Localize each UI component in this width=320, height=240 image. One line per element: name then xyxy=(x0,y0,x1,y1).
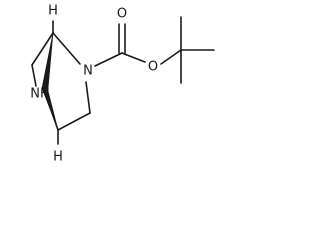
bond-c1-c5 xyxy=(31,32,54,66)
atom-h-bottom: H xyxy=(53,150,63,165)
bond-carbonyl-c-o-ester xyxy=(121,52,146,63)
atom-n-ring: N xyxy=(83,64,93,79)
atom-o-ester: O xyxy=(148,60,158,75)
wedge-bond-c4-c7 xyxy=(41,86,59,131)
bond-o-ester-tert-c xyxy=(160,49,182,65)
bond-n1-carbonyl-c xyxy=(94,52,123,67)
bond-c5-n2 xyxy=(31,64,37,87)
bond-c1-n1 xyxy=(52,32,81,65)
atom-h-top: H xyxy=(48,4,58,19)
bond-n1-c2 xyxy=(85,81,91,114)
atom-o-carbonyl: O xyxy=(117,7,127,22)
atom-nh-ring: NH xyxy=(30,87,50,102)
bond-c2-c4 xyxy=(57,112,91,131)
structure-diagram: H N NH H O O xyxy=(30,4,215,165)
